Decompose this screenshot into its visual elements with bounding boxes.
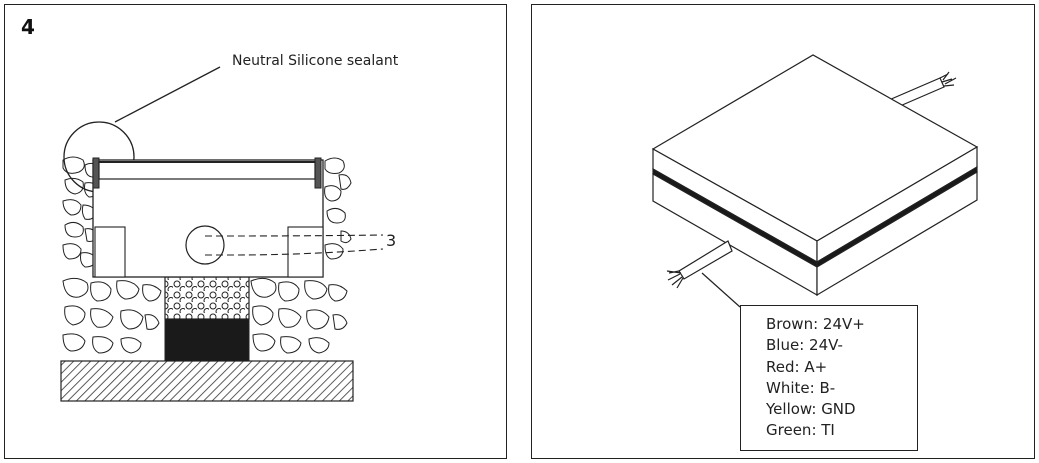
wiring-row: Yellow: GND <box>766 400 856 419</box>
ground-layer <box>60 360 354 402</box>
cross-section-drawing <box>60 66 384 402</box>
light-housing <box>92 157 324 278</box>
installation-section-panel: 4 Neutral Silicone sealant <box>4 4 507 459</box>
gravel-fill <box>62 156 352 354</box>
wiring-row: Green: TI <box>766 421 835 440</box>
wiring-row: Blue: 24V- <box>766 336 843 355</box>
cable-path <box>205 234 384 256</box>
cable-number-label: 3 <box>386 231 397 250</box>
cable-front <box>666 240 741 308</box>
fixture-body <box>651 54 979 297</box>
wiring-row: White: B- <box>766 378 836 397</box>
wiring-row: Red: A+ <box>766 357 828 376</box>
concrete-base <box>164 318 250 362</box>
wiring-legend: Brown: 24V+ Blue: 24V- Red: A+ White: B-… <box>740 305 918 451</box>
step-number: 4 <box>21 15 35 39</box>
fixture-isometric-drawing <box>651 54 979 308</box>
drainage-aggregate <box>164 276 250 320</box>
fixture-wiring-panel: Brown: 24V+ Blue: 24V- Red: A+ White: B-… <box>531 4 1035 459</box>
wiring-row: Brown: 24V+ <box>766 315 865 333</box>
sealant-callout-label: Neutral Silicone sealant <box>232 53 399 69</box>
